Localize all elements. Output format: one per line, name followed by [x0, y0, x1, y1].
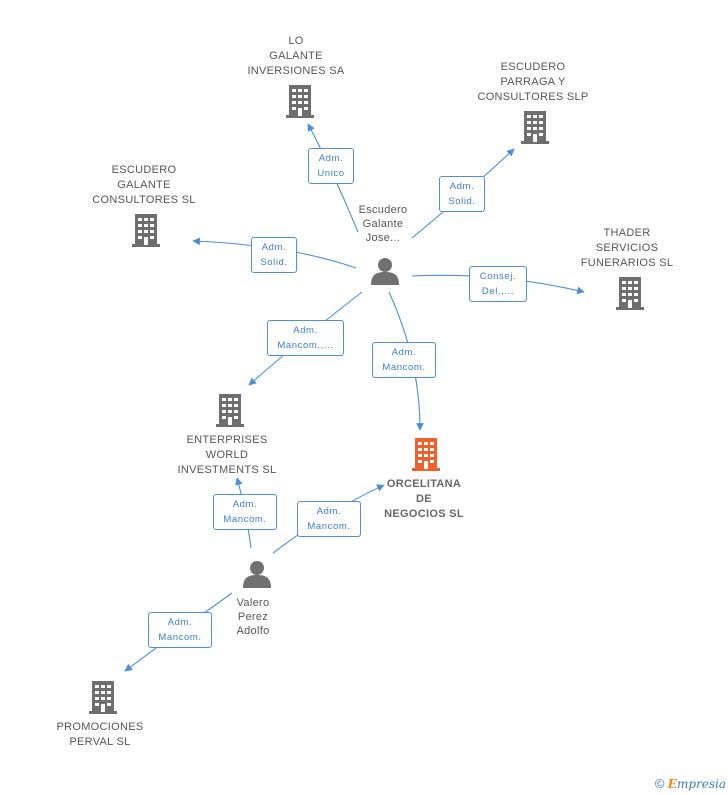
- company-label-thader[interactable]: THADER SERVICIOS FUNERARIOS SL: [580, 227, 674, 269]
- edge-label-to-promociones[interactable]: Adm. Mancom.: [148, 612, 212, 648]
- company-label-escudero-galante[interactable]: ESCUDERO GALANTE CONSULTORES SL: [92, 164, 196, 206]
- company-label-enterprises-world[interactable]: ENTERPRISES WORLD INVESTMENTS SL: [177, 434, 277, 476]
- edge-label-to-orcelitana-from-valero[interactable]: Adm. Mancom.: [297, 501, 361, 537]
- building-icon-thader[interactable]: [616, 277, 644, 310]
- building-icon-promociones-perval[interactable]: [89, 681, 117, 714]
- brand-logo-initial: E: [667, 777, 677, 791]
- edge-label-to-escudero-galante[interactable]: Adm. Solid.: [251, 237, 297, 273]
- company-label-orcelitana[interactable]: ORCELITANA DE NEGOCIOS SL: [384, 478, 464, 520]
- empresia-credit: © Empresia: [655, 776, 726, 791]
- person-label-valero-perez-adolfo[interactable]: Valero Perez Adolfo: [236, 597, 270, 637]
- brand-logo-text: mpresia: [676, 777, 726, 791]
- edge-label-to-enterprises-from-jose[interactable]: Adm. Mancom.,...: [267, 320, 344, 356]
- company-label-lo-galante[interactable]: LO GALANTE INVERSIONES SA: [247, 35, 345, 77]
- building-icon-orcelitana[interactable]: [412, 438, 440, 471]
- edge-label-to-escudero-parraga[interactable]: Adm. Solid.: [439, 176, 485, 212]
- person-label-escudero-galante-jose[interactable]: Escudero Galante Jose...: [358, 204, 408, 244]
- company-label-escudero-parraga[interactable]: ESCUDERO PARRAGA Y CONSULTORES SLP: [477, 61, 589, 103]
- building-icon-lo-galante[interactable]: [286, 85, 314, 118]
- edge-label-to-lo-galante[interactable]: Adm. Unico: [308, 148, 354, 184]
- edge-label-to-orcelitana-from-jose[interactable]: Adm. Mancom.: [372, 342, 436, 378]
- building-icon-escudero-galante[interactable]: [132, 214, 160, 247]
- edge-label-to-thader[interactable]: Consej. Del.,...: [469, 266, 527, 302]
- company-label-promociones-perval[interactable]: PROMOCIONES PERVAL SL: [56, 721, 144, 748]
- person-icon-escudero-galante-jose[interactable]: [371, 258, 399, 285]
- building-icon-escudero-parraga[interactable]: [521, 111, 549, 144]
- copyright-symbol: ©: [654, 776, 665, 791]
- edge-label-to-enterprises-from-valero[interactable]: Adm. Mancom.: [213, 494, 277, 530]
- building-icon-enterprises-world[interactable]: [216, 394, 244, 427]
- person-icon-valero-perez-adolfo[interactable]: [243, 561, 271, 588]
